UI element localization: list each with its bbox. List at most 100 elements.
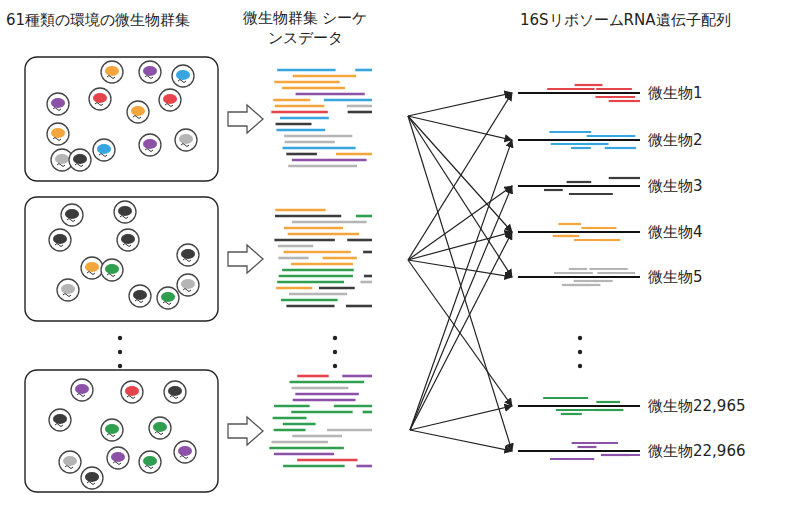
sequence-read <box>347 105 372 108</box>
reference-sequences <box>518 85 640 459</box>
organism-label: 微生物2 <box>648 130 703 150</box>
microbe-cell <box>177 244 199 266</box>
mapped-read <box>595 96 635 98</box>
sequence-read <box>274 239 334 242</box>
microbe-cell <box>81 257 103 279</box>
environment-box <box>25 370 218 492</box>
mapped-read <box>569 268 587 270</box>
reference-line <box>518 276 640 278</box>
sequence-read <box>360 281 372 284</box>
mapped-read <box>577 446 596 448</box>
mapped-read <box>546 397 580 399</box>
reference-line <box>518 92 640 94</box>
sequence-read <box>274 81 339 84</box>
sequence-read <box>278 257 308 260</box>
organism-label: 微生物5 <box>648 267 703 287</box>
microbe-cell <box>59 451 81 473</box>
sequence-read <box>283 465 345 468</box>
sequence-read <box>342 375 372 378</box>
mapped-read <box>567 181 592 183</box>
microbe-cell <box>61 204 83 226</box>
column-heading: 16SリボソームRNA遺伝子配列 <box>520 10 796 30</box>
sequence-read <box>324 99 372 102</box>
sequence-read <box>288 233 359 236</box>
sequence-read <box>356 215 372 218</box>
ellipsis-dot <box>333 336 337 340</box>
mapped-read <box>597 272 635 274</box>
mapped-read <box>594 280 613 282</box>
mapped-read <box>549 131 591 133</box>
mapped-read <box>575 84 603 86</box>
reference-line <box>518 450 640 452</box>
sequence-read <box>363 251 372 254</box>
mapped-read <box>596 401 620 403</box>
reference-line <box>518 185 640 187</box>
ellipsis-dot <box>118 364 122 368</box>
mapping-arrow <box>410 232 512 430</box>
sequence-read <box>276 123 312 126</box>
column-heading: 61種類の環境の微生物群集 <box>6 10 236 30</box>
mapped-read <box>605 147 636 149</box>
sequence-read <box>278 245 313 248</box>
microbe-cell <box>47 93 69 115</box>
sequence-read <box>275 215 341 218</box>
microbe-cell <box>47 123 69 145</box>
sequence-read <box>281 299 338 302</box>
microbe-cell <box>129 285 151 307</box>
microbe-cell <box>174 441 196 463</box>
sequence-read <box>279 275 353 278</box>
sequence-read <box>269 447 344 450</box>
microbe-cell <box>177 274 199 296</box>
sequence-read <box>346 305 372 308</box>
microbe-cell <box>69 149 91 171</box>
environment-boxes <box>25 57 263 492</box>
mapped-read <box>547 88 594 90</box>
sequence-read <box>334 405 372 408</box>
mapped-read <box>543 397 588 399</box>
sequence-read <box>275 105 325 108</box>
sequence-read <box>355 69 372 72</box>
sequence-read <box>274 453 334 456</box>
mapped-read <box>562 458 594 460</box>
organism-label: 微生物22,965 <box>648 396 746 416</box>
sequence-read <box>292 435 342 438</box>
microbe-cell <box>81 467 103 489</box>
microbe-cell <box>139 61 161 83</box>
sequence-read <box>284 251 351 254</box>
mapped-read <box>589 268 627 270</box>
microbe-cell <box>93 139 115 161</box>
mapped-read <box>609 100 640 102</box>
sequence-read <box>276 129 325 132</box>
sequence-read <box>285 141 335 144</box>
microbe-cell <box>157 287 179 309</box>
microbe-cell <box>149 417 171 439</box>
mapping-arrow <box>410 406 512 430</box>
sequence-read <box>282 87 345 90</box>
microbe-cell <box>121 381 143 403</box>
mapped-read <box>609 177 640 179</box>
sequence-read <box>363 411 372 414</box>
block-arrow <box>228 417 263 445</box>
microbe-cell <box>172 65 194 87</box>
sequence-read <box>288 165 357 168</box>
ellipsis-dot <box>578 336 582 340</box>
microbe-cell <box>101 419 123 441</box>
mapping-arrow <box>410 186 512 430</box>
sequence-read <box>356 465 372 468</box>
sequence-read <box>364 275 372 278</box>
mapped-read <box>544 189 563 191</box>
microbe-cell <box>49 229 71 251</box>
mapped-read <box>574 239 619 241</box>
sequence-read <box>319 287 355 290</box>
sequence-read <box>280 117 329 120</box>
mapped-read <box>553 235 574 237</box>
sequence-read <box>274 405 310 408</box>
microbe-cell <box>89 88 111 110</box>
reference-line <box>518 139 640 141</box>
mapped-read <box>571 147 591 149</box>
environment-box <box>25 197 218 321</box>
microbe-cell <box>117 229 139 251</box>
microbe-cell <box>159 89 181 111</box>
